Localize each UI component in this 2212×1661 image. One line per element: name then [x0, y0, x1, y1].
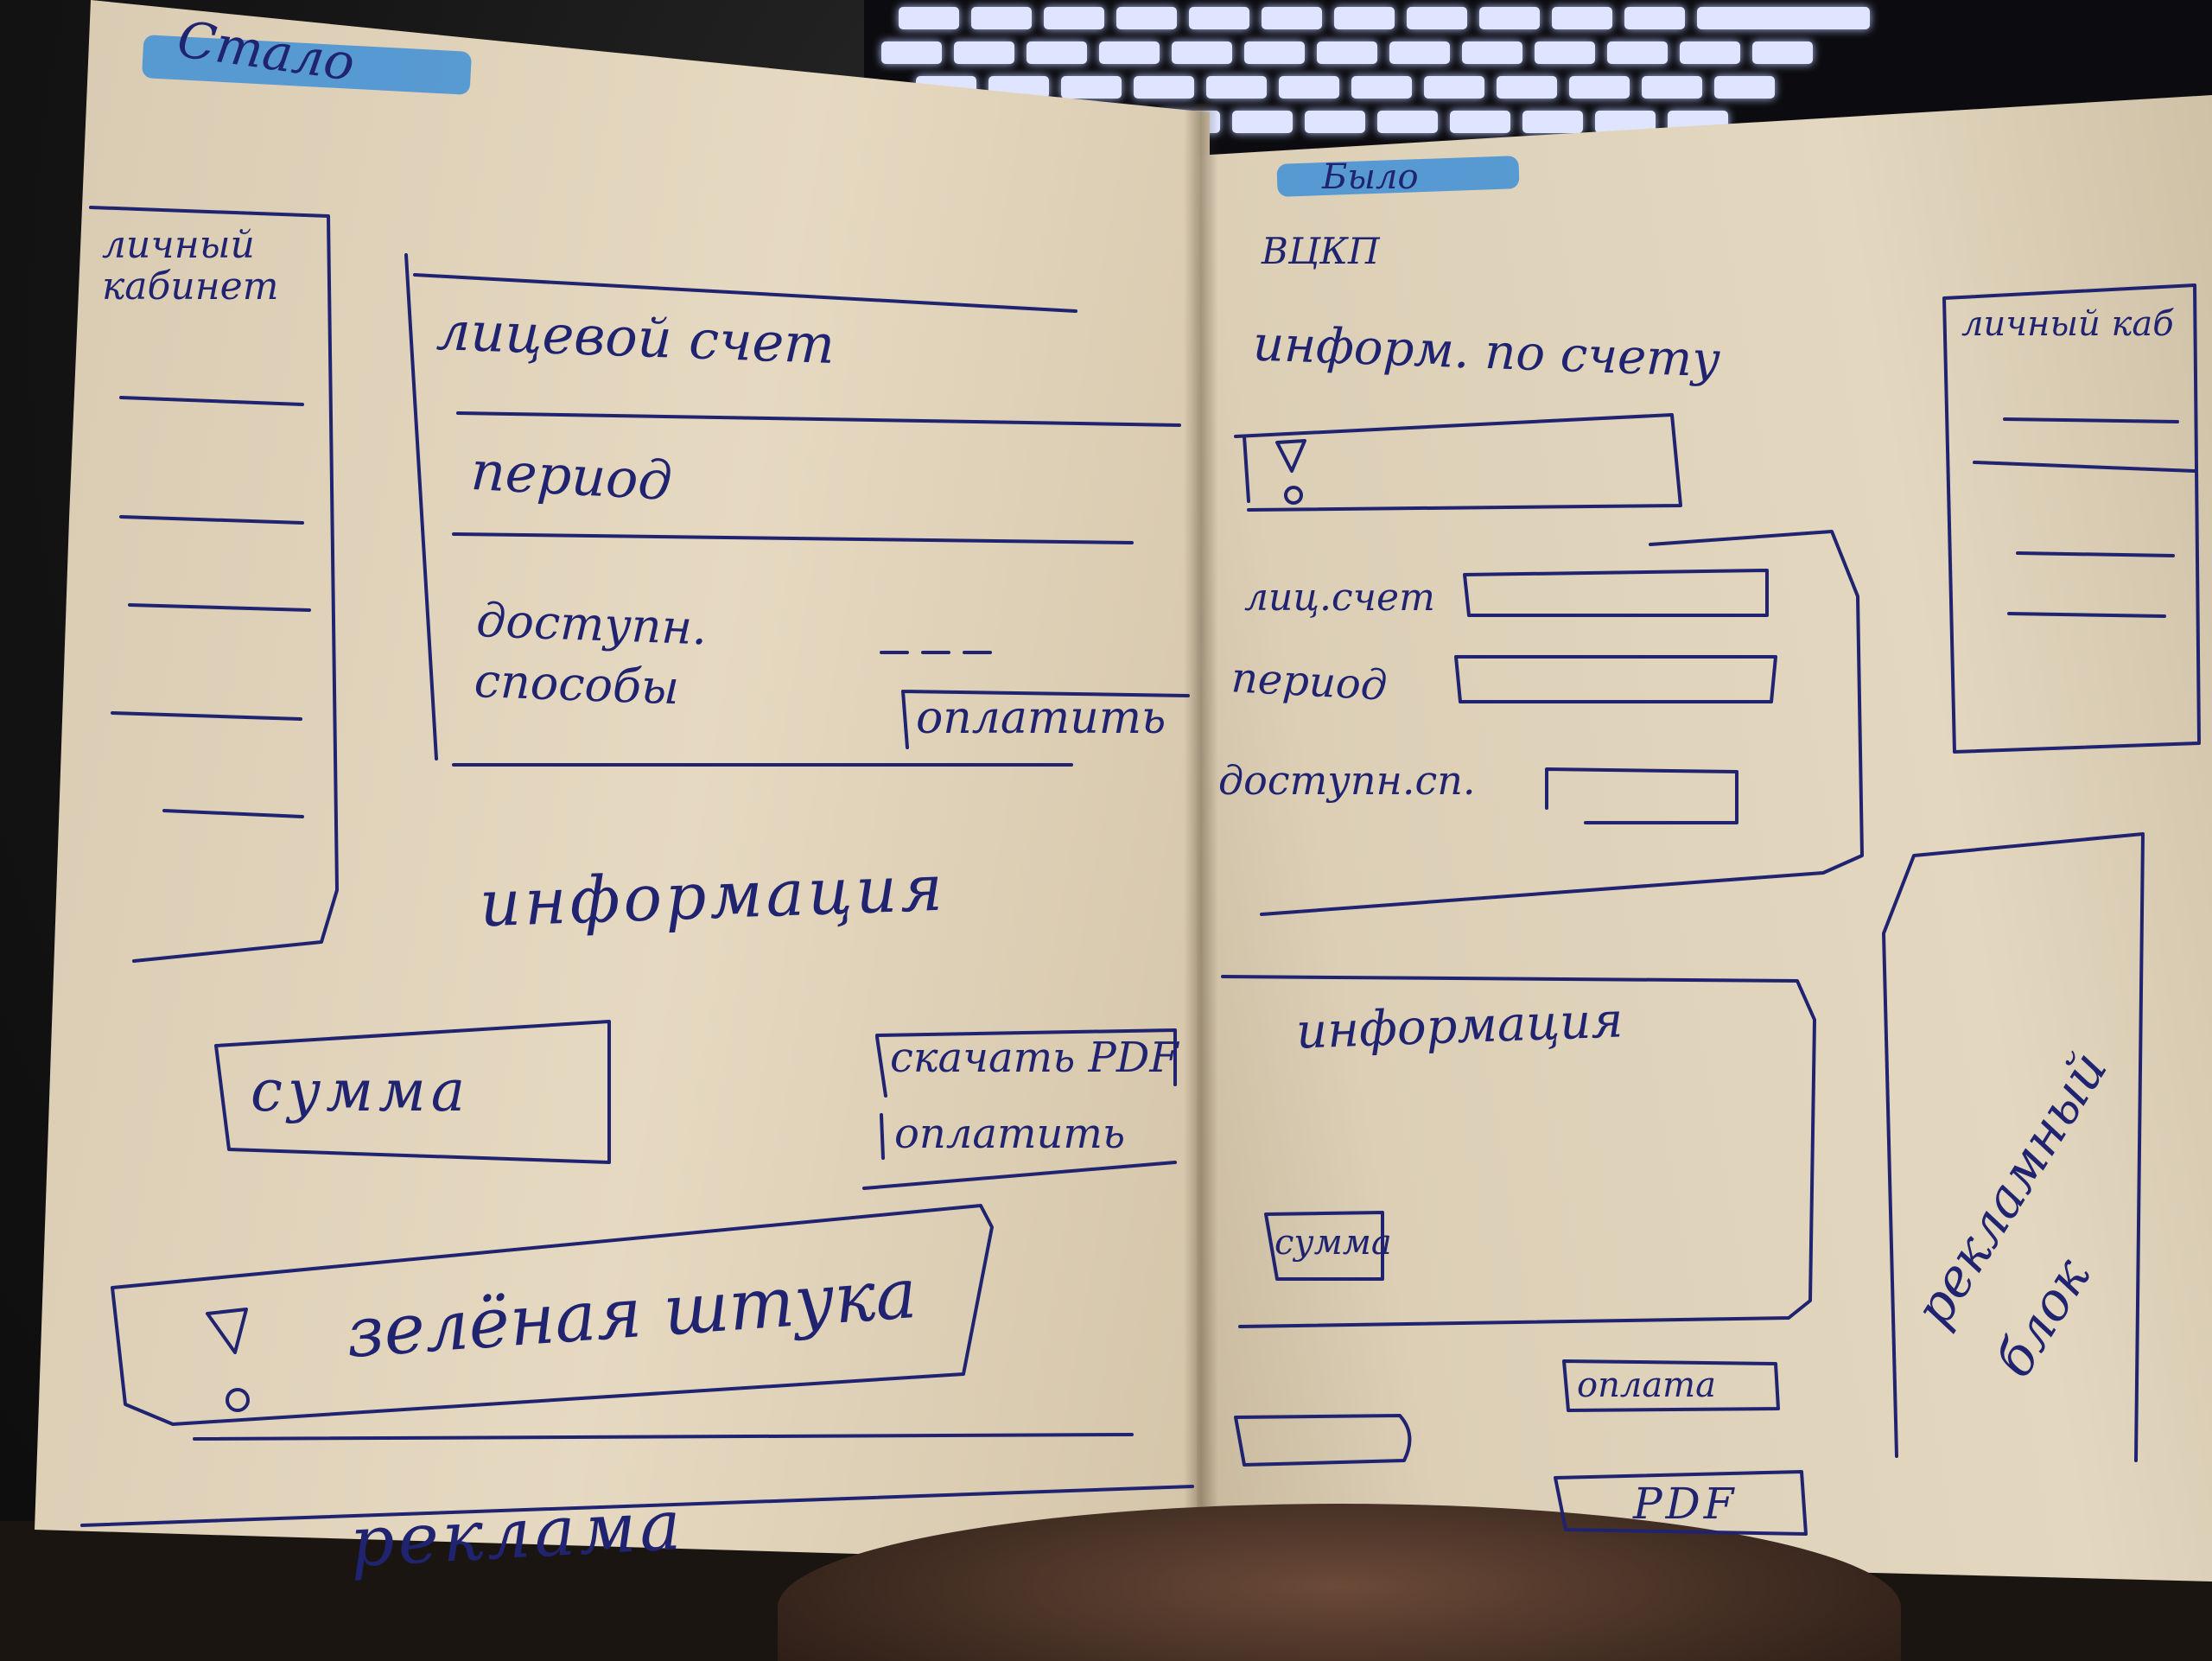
left-info-label: информация: [478, 850, 948, 942]
right-sidebar-box: [1942, 283, 2201, 754]
right-header-label: Было: [1322, 157, 1419, 197]
right-exclamation-icon: [1275, 439, 1306, 473]
right-account-input: [1463, 569, 1769, 617]
right-methods-input: [1545, 767, 1738, 824]
left-form-top: [413, 273, 1077, 313]
left-sidebar-line: [128, 603, 311, 612]
right-alert-icon: [1243, 435, 1250, 503]
left-account-label: лицевой счет: [435, 298, 836, 377]
left-sidebar-frame: [89, 206, 339, 963]
right-alert-box: [1234, 413, 1682, 512]
right-exclamation-dot: [1284, 486, 1303, 505]
right-empty-button: [1234, 1414, 1412, 1467]
left-form-line: [456, 411, 1181, 427]
left-download-pdf-button[interactable]: скачать PDF: [890, 1034, 1179, 1082]
keyboard-row: [881, 41, 1813, 64]
right-sidebar-line: [2003, 417, 2179, 423]
left-methods-label: доступн. способы: [473, 593, 709, 716]
right-period-label: период: [1230, 653, 1389, 710]
left-sum-box: [214, 1020, 611, 1164]
right-methods-label: доступн.сп.: [1218, 757, 1476, 804]
left-form-line: [452, 532, 1134, 544]
keyboard-row: [916, 76, 1775, 99]
alert-exclamation-icon: [206, 1308, 248, 1354]
left-sidebar-line: [162, 809, 304, 818]
left-sidebar-line: [119, 515, 304, 525]
right-ad-block: [1882, 832, 2145, 1462]
left-form-frame: [404, 253, 438, 760]
right-pdf-button: [1554, 1470, 1808, 1536]
alert-exclamation-dot: [226, 1388, 250, 1412]
left-period-label: период: [469, 438, 674, 513]
right-sidebar-line: [2007, 612, 2166, 618]
left-sidebar-line: [111, 711, 302, 721]
right-info-label: информация: [1294, 992, 1624, 1060]
right-top-label: ВЦКП: [1262, 230, 1380, 272]
left-pay2-button-frame: [862, 1113, 1177, 1190]
right-pay-button-label[interactable]: оплата: [1577, 1365, 1716, 1405]
right-sidebar-line: [1973, 461, 2196, 473]
left-sidebar-title: личный кабинет: [102, 223, 279, 309]
right-sum-button-label[interactable]: сумма: [1274, 1223, 1392, 1263]
right-account-label: лиц.счет: [1244, 576, 1435, 620]
right-pdf-button-label[interactable]: PDF: [1633, 1479, 1738, 1529]
right-sidebar-title: личный каб: [1961, 304, 2174, 344]
left-sum-label: сумма: [251, 1058, 471, 1124]
left-sidebar-line: [119, 396, 304, 406]
right-pay-button: [1562, 1359, 1780, 1412]
hand: [778, 1504, 1901, 1661]
notebook-left-page: [35, 0, 1210, 1564]
notebook-right-page: [1197, 95, 2212, 1581]
ad-top-line: [80, 1485, 1194, 1527]
alert-box: [111, 1204, 994, 1426]
left-ad-label: реклама: [347, 1484, 687, 1583]
left-pay-button-2[interactable]: оплатить: [894, 1110, 1126, 1158]
right-form-panel: [1260, 530, 1864, 916]
notebook-gutter: [1184, 104, 1218, 1573]
right-sidebar-line: [2016, 551, 2175, 557]
left-pay-button[interactable]: оплатить: [916, 692, 1166, 744]
alert-under-line: [193, 1433, 1134, 1441]
right-info-panel: [1221, 975, 1816, 1328]
left-pay-button-frame: [901, 690, 1190, 749]
right-period-input: [1454, 655, 1777, 703]
right-sum-button: [1264, 1211, 1384, 1281]
keyboard-row: [899, 7, 1870, 29]
left-pdf-button-frame: [875, 1028, 1177, 1098]
